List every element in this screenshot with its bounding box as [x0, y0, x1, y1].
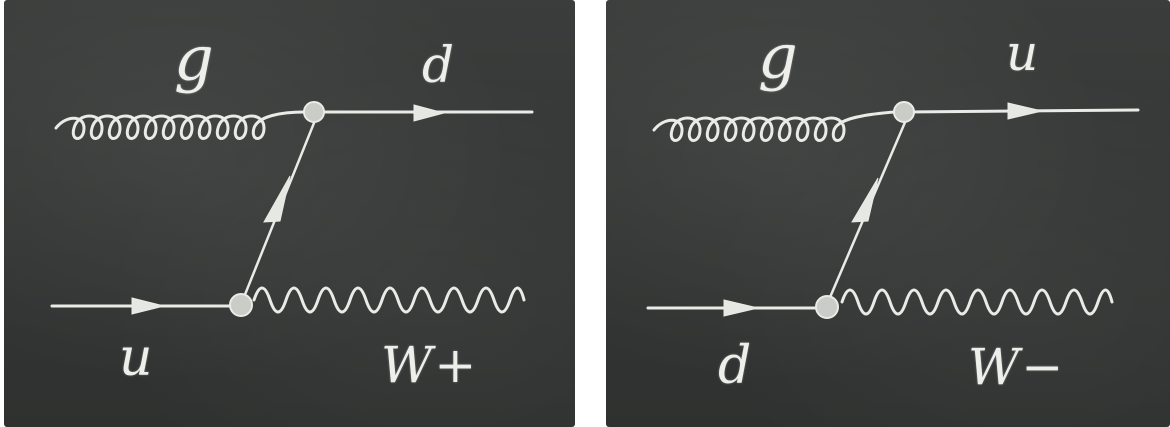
arrow-incoming	[723, 299, 759, 317]
gluon-label: g	[174, 22, 214, 95]
gluon-label: g	[758, 20, 798, 93]
incoming-quark-label: u	[119, 328, 153, 388]
w-boson-line	[252, 286, 526, 314]
feynman-diagram-right	[646, 101, 1140, 319]
vertex-bottom	[815, 295, 839, 319]
outgoing-quark-label: u	[1006, 24, 1039, 82]
arrow-outgoing	[413, 104, 446, 122]
w-boson-line	[840, 288, 1114, 316]
vertex-top	[303, 101, 325, 123]
outgoing-quark-label: d	[422, 36, 455, 94]
vertex-bottom	[229, 293, 253, 317]
chalkboard-right: g u d W−	[606, 0, 1170, 427]
chalkboard-left: g d u W+	[4, 0, 575, 427]
incoming-quark-label: d	[718, 336, 752, 396]
boson-label: W+	[381, 336, 479, 394]
arrow-incoming	[131, 297, 165, 315]
gluon-line	[54, 110, 306, 140]
arrow-outgoing	[1007, 102, 1043, 120]
feynman-diagram-left	[50, 101, 534, 317]
arrow-propagator	[851, 177, 879, 223]
boson-label: W−	[968, 338, 1066, 396]
vertex-top	[893, 101, 915, 123]
gluon-line	[652, 110, 896, 142]
arrow-propagator	[263, 175, 291, 223]
